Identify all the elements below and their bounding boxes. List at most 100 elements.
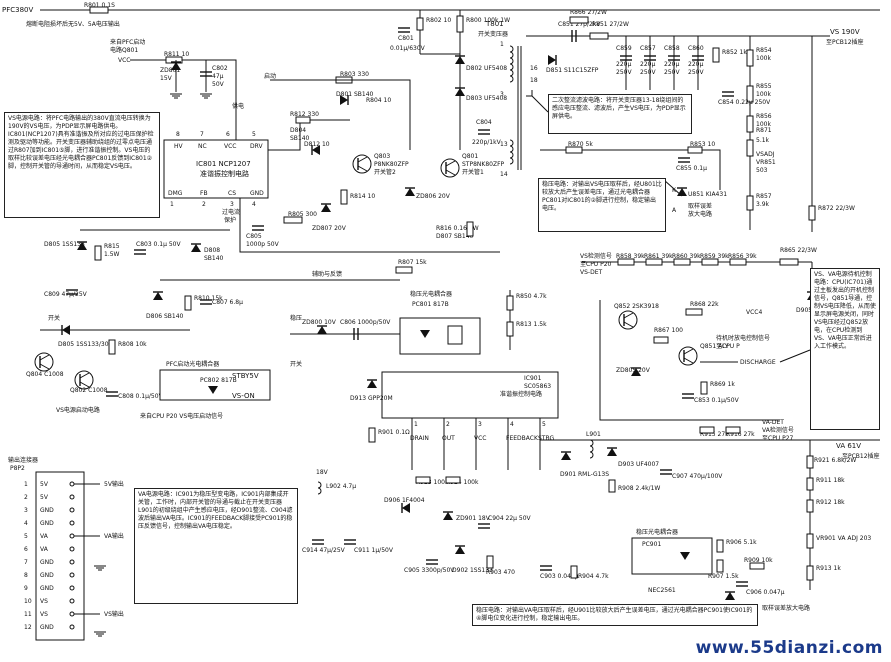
vs-det-label: VS检测信号 bbox=[580, 252, 612, 260]
resistor-r906 bbox=[716, 539, 724, 553]
resistor-r812 bbox=[295, 116, 311, 124]
label-c857: C857 bbox=[640, 45, 656, 52]
q803-part: P8NK80ZFP bbox=[374, 161, 409, 168]
label-r815v: 1.5W bbox=[104, 251, 120, 258]
ic901-pin-feedback: FEEDBACK bbox=[506, 435, 539, 442]
label-r852: R852 1k bbox=[722, 49, 747, 56]
resistor-r871 bbox=[746, 139, 754, 157]
label-r913: R913 1k bbox=[816, 565, 841, 572]
label-r923: R923 100k bbox=[416, 479, 449, 486]
label-c859-v: 220μ bbox=[616, 61, 631, 68]
resistor-r916 bbox=[725, 426, 741, 434]
connector-pin-9: VS bbox=[40, 598, 48, 605]
resistor-r858 bbox=[617, 258, 635, 266]
vs-start-label: VS电源启动电路 bbox=[56, 406, 100, 414]
label-r860: R860 39k bbox=[672, 253, 701, 260]
resistor-r904 bbox=[570, 565, 578, 579]
label-r850: R850 4.7k bbox=[516, 293, 547, 300]
label-zd801-v: 15V bbox=[160, 75, 173, 82]
label-r800: R800 100k,1W bbox=[466, 17, 510, 24]
shunt-u901 bbox=[725, 592, 735, 600]
transistor-q804 bbox=[34, 352, 54, 372]
label-r867: R867 100 bbox=[654, 327, 683, 334]
vs-regulation-note: 稳压电路：对输出VS电压取样后，经U801比较放大后产生误差电压，通过光电耦合器… bbox=[538, 178, 666, 232]
ic901-pin-drain: DRAIN bbox=[410, 435, 429, 442]
label-c858-v2: 250V bbox=[664, 69, 680, 76]
q801-name: Q801 bbox=[462, 153, 478, 160]
connector-pin-num: 1 bbox=[24, 481, 28, 488]
label-c855: C855 0.1μ bbox=[676, 165, 707, 172]
resistor-r808 bbox=[108, 339, 116, 355]
ic901-name: IC901 bbox=[524, 375, 542, 382]
ic901-pin-stbg: STBG bbox=[538, 435, 554, 442]
label-r915: R915 27k bbox=[700, 431, 729, 438]
label-r858: R858 39k bbox=[616, 253, 645, 260]
transformer-t801 bbox=[509, 63, 514, 71]
label-c903: C903 0.047μ bbox=[540, 573, 579, 580]
label-c802-v2: 50V bbox=[212, 81, 225, 88]
ic901-pin-vcc: VCC bbox=[474, 435, 486, 442]
resistor-r857 bbox=[746, 195, 754, 211]
label-r810: R810 15k bbox=[194, 295, 223, 302]
ic801-pin-cs: CS bbox=[228, 190, 236, 197]
transistor-q801 bbox=[445, 160, 456, 167]
label-r924: R924 100k bbox=[446, 479, 479, 486]
label-r856b: R856 39k bbox=[728, 253, 757, 260]
wire bbox=[239, 198, 500, 253]
connector-pin-6: GND bbox=[40, 559, 54, 566]
connector-pin-2: GND bbox=[40, 507, 54, 514]
label-r901: R901 0.1Ω bbox=[378, 429, 410, 436]
label-d812: D812 10 bbox=[304, 141, 330, 148]
label-r857-v: 3.9k bbox=[756, 201, 770, 208]
transistor-q852 bbox=[618, 310, 638, 330]
wire bbox=[599, 300, 780, 421]
label-r813: R813 1.5k bbox=[516, 321, 547, 328]
connector-pin-num: 11 bbox=[24, 611, 32, 618]
pc901-name: PC901 bbox=[642, 541, 661, 548]
ic801-pin-gnd: GND bbox=[250, 190, 264, 197]
label-r857: R857 bbox=[756, 193, 772, 200]
resistor-r852 bbox=[712, 47, 720, 63]
pc802-title: PFC启动光电耦合器 bbox=[166, 360, 219, 368]
pc801-photo bbox=[447, 325, 463, 345]
ic901-pin-num: 2 bbox=[446, 421, 450, 428]
transformer-name: T801 bbox=[485, 20, 504, 28]
transistor-q801 bbox=[445, 169, 456, 176]
label-zd800: ZD800 10V bbox=[302, 319, 337, 326]
optocoupler-pc801 bbox=[399, 317, 481, 355]
label-r855: R855 bbox=[756, 83, 772, 90]
label-r911: R911 18k bbox=[816, 477, 845, 484]
ic901-pin-num: 4 bbox=[510, 421, 514, 428]
label-zd805: ZD805 20V bbox=[616, 367, 651, 374]
label-d901: D901 RML-G13S bbox=[560, 471, 609, 478]
ic801-pin-drv: DRV bbox=[250, 143, 263, 150]
label-c857-v: 220μ bbox=[640, 61, 655, 68]
supply-label: 供电 bbox=[232, 102, 244, 110]
label-r855-v: 100k bbox=[756, 91, 771, 98]
diode-d903 bbox=[607, 448, 617, 456]
inductor-l901 bbox=[589, 439, 594, 447]
transistor-q803 bbox=[357, 156, 368, 163]
label-r912: R912 18k bbox=[816, 499, 845, 506]
discharge-title2: 至CPU P bbox=[716, 343, 740, 350]
pc901-led bbox=[680, 552, 690, 560]
label-r903: R903 470 bbox=[486, 569, 515, 576]
transformer-t801 bbox=[509, 57, 514, 65]
label-r868: R868 22k bbox=[690, 301, 719, 308]
transformer-pin: 16 bbox=[530, 65, 538, 72]
vs-on-label: VS-ON bbox=[232, 392, 255, 400]
resistor-r801 bbox=[89, 6, 109, 14]
ocp-label: 过电流 bbox=[222, 208, 240, 216]
q803-name: Q803 bbox=[374, 153, 390, 160]
label-l902: L902 4.7μ bbox=[326, 483, 356, 490]
ic901-pin-num: 1 bbox=[414, 421, 418, 428]
label-c806: C806 1000p/50V bbox=[340, 319, 391, 326]
label-r812: R812 330 bbox=[290, 111, 319, 118]
label-q852: Q852 2SK3918 bbox=[614, 303, 659, 310]
discharge-label: DISCHARGE bbox=[740, 359, 776, 366]
label-c805v: 1000p 50V bbox=[246, 241, 280, 248]
resistor-r912 bbox=[806, 499, 814, 513]
connector-pin-11: GND bbox=[40, 624, 54, 631]
standby-label: STBY5V bbox=[232, 372, 259, 380]
